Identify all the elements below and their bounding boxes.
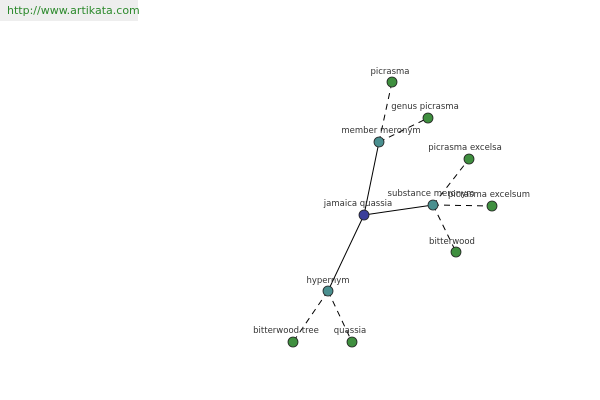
node-hypernym[interactable]: hypernym (306, 276, 350, 297)
node-marker-hypernym[interactable] (322, 285, 334, 297)
node-label-hypernym: hypernym (306, 276, 349, 286)
node-label-member-meronym: member meronym (341, 126, 420, 136)
node-label-genus-picrasma: genus picrasma (391, 102, 459, 112)
node-marker-bitterwood[interactable] (450, 246, 462, 258)
node-label-bitterwood-tree: bitterwood tree (253, 326, 319, 336)
node-marker-picrasma-excelsa[interactable] (463, 153, 475, 165)
edge-substance-meronym-to-bitterwood (432, 204, 457, 253)
node-label-picrasma-excelsa: picrasma excelsa (428, 143, 502, 153)
site-url-banner[interactable]: http://www.artikata.com (0, 0, 140, 21)
node-picrasma[interactable]: picrasma (370, 67, 410, 88)
edge-member-meronym-to-genus-picrasma (378, 117, 429, 143)
node-quassia[interactable]: quassia (334, 326, 366, 348)
edge-jamaica-quassia-to-member-meronym (363, 141, 380, 216)
node-bitterwood[interactable]: bitterwood (429, 237, 475, 258)
node-label-picrasma-excelsum: picrasma excelsum (448, 190, 530, 200)
edge-jamaica-quassia-to-hypernym (327, 214, 365, 292)
node-member-meronym[interactable]: member meronym (341, 126, 421, 148)
node-label-quassia: quassia (334, 326, 366, 336)
node-marker-bitterwood-tree[interactable] (287, 336, 299, 348)
edge-substance-meronym-to-picrasma-excelsum (432, 204, 493, 207)
node-bitterwood-tree[interactable]: bitterwood tree (253, 326, 319, 348)
node-substance-meronym[interactable]: substance meronym (388, 189, 475, 211)
node-genus-picrasma[interactable]: genus picrasma (391, 102, 459, 124)
graph-nodes: jamaica quassia member meronym substance m… (253, 67, 530, 348)
node-picrasma-excelsa[interactable]: picrasma excelsa (428, 143, 502, 165)
graph-edges (292, 81, 493, 343)
node-label-substance-meronym: substance meronym (388, 189, 475, 199)
node-marker-picrasma[interactable] (386, 76, 398, 88)
node-jamaica-quassia[interactable]: jamaica quassia (323, 199, 392, 221)
node-label-jamaica-quassia: jamaica quassia (323, 199, 392, 209)
node-label-picrasma: picrasma (370, 67, 409, 77)
node-label-bitterwood: bitterwood (429, 237, 475, 247)
node-marker-genus-picrasma[interactable] (422, 112, 434, 124)
edge-hypernym-to-quassia (327, 290, 353, 343)
edge-jamaica-quassia-to-substance-meronym (363, 204, 434, 216)
node-marker-quassia[interactable] (346, 336, 358, 348)
node-marker-jamaica-quassia[interactable] (358, 209, 370, 221)
node-marker-member-meronym[interactable] (373, 136, 385, 148)
node-picrasma-excelsum[interactable]: picrasma excelsum (448, 190, 530, 212)
edge-substance-meronym-to-picrasma-excelsa (432, 158, 470, 206)
node-marker-substance-meronym[interactable] (427, 199, 439, 211)
node-marker-picrasma-excelsum[interactable] (486, 200, 498, 212)
